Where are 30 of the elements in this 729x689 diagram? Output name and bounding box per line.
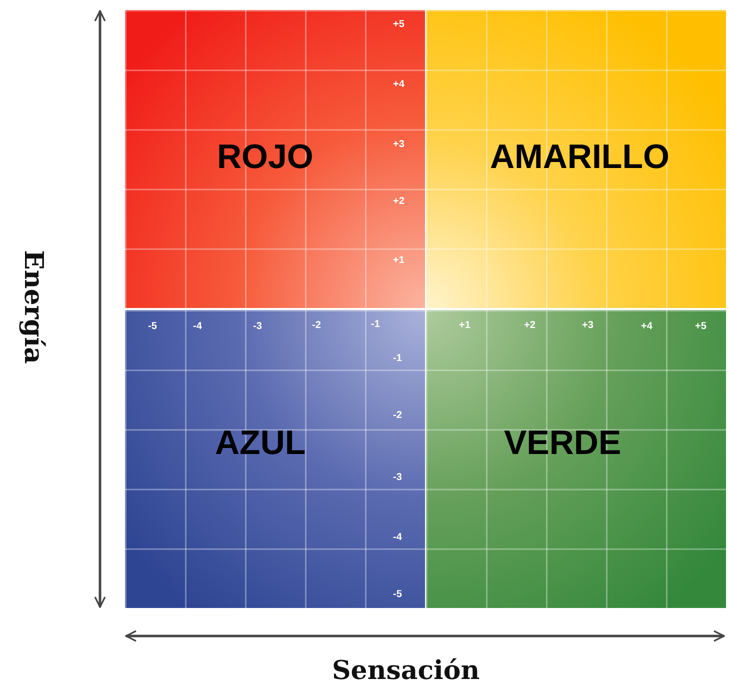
quadrant-label: AMARILLO [490, 138, 670, 177]
quadrant-label: AZUL [215, 424, 306, 463]
scale-number: +5 [393, 19, 404, 31]
scale-number: -2 [393, 410, 402, 422]
scale-number: -5 [148, 321, 157, 333]
quadrant-panel [125, 310, 425, 608]
scale-number: +2 [524, 320, 536, 332]
scale-number: +1 [393, 255, 404, 267]
scale-number: +3 [582, 320, 594, 332]
quadrant-panel [426, 310, 726, 608]
quadrant-panel [426, 10, 726, 308]
scale-number: +3 [393, 139, 404, 151]
quadrant-label: ROJO [217, 138, 314, 177]
axis-title: Sensación [332, 656, 480, 686]
axis-title: Energía [18, 250, 48, 364]
scale-number: -5 [393, 589, 402, 601]
scale-number: +1 [459, 320, 470, 332]
scale-number: -2 [312, 320, 321, 332]
scale-number: -3 [393, 472, 402, 484]
scale-number: -3 [253, 321, 262, 333]
scale-number: -4 [393, 532, 402, 544]
quadrant-panel [125, 10, 425, 308]
quadrant-label: VERDE [504, 424, 622, 463]
scale-number: +4 [641, 321, 652, 333]
scale-number: +2 [393, 196, 404, 208]
scale-number: +5 [695, 321, 706, 333]
scale-number: +4 [393, 79, 404, 91]
scale-number: -1 [371, 319, 380, 331]
scale-number: -4 [193, 321, 202, 333]
scale-number: -1 [393, 353, 402, 365]
